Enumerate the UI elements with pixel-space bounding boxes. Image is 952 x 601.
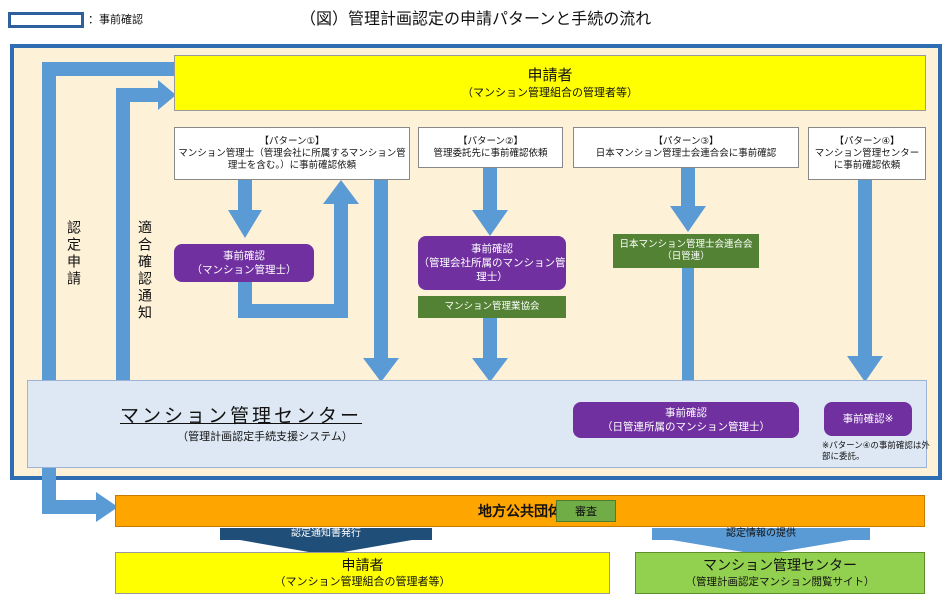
pattern-4-body: マンション管理センターに事前確認依頼 [814,147,920,171]
pattern-1-box: 【パターン①】 マンション管理士（管理会社に所属するマンション管理士を含む。）に… [174,127,410,180]
pattern-3-body: 日本マンション管理士会連合会に事前確認 [595,147,777,159]
pattern-3-title: 【パターン③】 [653,135,719,147]
diagram-title: （図）管理計画認定の申請パターンと手続の流れ [300,9,652,28]
apply-arrow-bottom [42,500,98,514]
notice-label: 認定通知書発行 [291,528,361,539]
bottom-center-box: マンション管理センター （管理計画認定マンション閲覧サイト） [635,552,925,594]
legend-swatch [8,12,84,28]
p1-loop-bottom [238,304,348,318]
p2-association: マンション管理業協会 [418,296,566,318]
p2-center-head [472,358,508,382]
pattern-2-box: 【パターン②】 管理委託先に事前確認依頼 [418,127,563,168]
applicant-box: 申請者 （マンション管理組合の管理者等） [174,55,926,111]
p2-precheck: 事前確認 （管理会社所属のマンション管理士） [418,236,566,290]
notice-arrow [220,528,432,555]
p1-precheck: 事前確認 （マンション管理士） [174,244,314,282]
p1-to-center-head [363,358,399,382]
apply-arrow-head [96,492,118,522]
p4-precheck: 事前確認※ [824,402,912,436]
local-government-box: 地方公共団体 [115,495,925,527]
center-subtitle: （管理計画認定手続支援システム） [177,430,353,443]
pattern-4-box: 【パターン④】 マンション管理センターに事前確認依頼 [808,127,926,180]
apply-label: 認定申請 [65,220,81,288]
pattern-3-box: 【パターン③】 日本マンション管理士会連合会に事前確認 [573,127,799,168]
p2-arrow-head [472,210,508,236]
pattern-4-title: 【パターン④】 [834,135,900,147]
p1-loop-head [323,180,359,204]
center-title: マンション管理センター [120,405,363,427]
legend-label: ：事前確認 [88,13,143,26]
applicant-sub: （マンション管理組合の管理者等） [462,86,638,99]
bottom-applicant-box: 申請者 （マンション管理組合の管理者等） [115,552,610,594]
p2-arrow-shaft [483,168,497,212]
p3-precheck: 事前確認 （日管連所属のマンション管理士） [573,402,799,438]
applicant-name: 申請者 [527,66,573,84]
p2-center-shaft [483,318,497,360]
pattern-2-body: 管理委託先に事前確認依頼 [433,147,548,159]
p1-loop-right [334,202,348,318]
bottom-center-sub: （管理計画認定マンション閲覧サイト） [685,576,875,588]
p1-arrow-down-shaft [238,180,252,212]
pattern-2-title: 【パターン②】 [457,135,524,147]
pattern-1-title: 【パターン①】 [259,135,325,147]
info-label: 認定情報の提供 [726,528,796,539]
outsourcing-note: ※パターン④の事前確認は外部に委託。 [822,441,930,462]
p3-organization: 日本マンション管理士会連合会（日管連） [613,234,759,268]
bottom-applicant-name: 申請者 [341,558,384,574]
local-government-title: 地方公共団体 [478,504,562,520]
bottom-center-name: マンション管理センター [703,558,857,574]
notify-arrow-top [116,88,160,102]
p1-arrow-down-head [228,210,262,238]
apply-arrow-top [42,62,176,76]
info-arrow [652,528,870,555]
p3-arrow-head [670,206,706,232]
p3-to-check-shaft [682,268,694,402]
p4-arrow-shaft [858,180,872,358]
bottom-applicant-sub: （マンション管理組合の管理者等） [274,575,451,588]
pattern-1-body: マンション管理士（管理会社に所属するマンション管理士を含む。）に事前確認依頼 [178,147,406,171]
p3-arrow-shaft [681,168,695,208]
notify-arrow-head [158,80,176,110]
notify-label: 適合確認通知 [136,220,152,322]
review-badge: 審査 [556,500,616,522]
notify-arrow-vertical [116,98,130,381]
p1-to-center-shaft [374,180,388,360]
p4-arrow-head [847,356,883,382]
